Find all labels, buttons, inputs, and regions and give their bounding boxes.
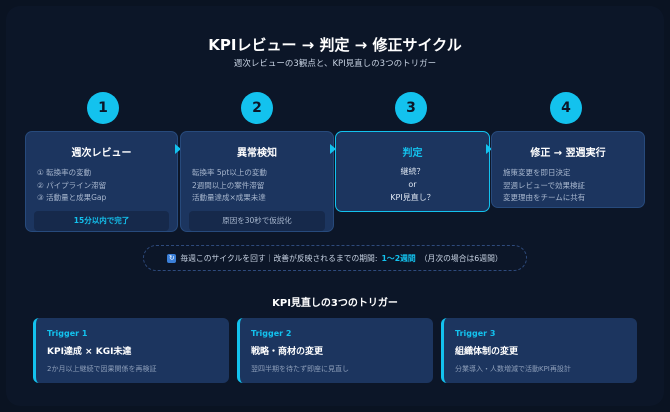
step-card-anomaly: 異常検知 転換率 5pt以上の変動 2週間以上の案件滞留活動量達成×成果未達 原因… bbox=[180, 131, 334, 232]
step-title: 修正 → 翌週実行 bbox=[530, 148, 606, 159]
trigger-desc: 2か月以上継続で因果関係を再検証 bbox=[47, 365, 157, 373]
trigger-name: KPI達成 × KGI未達 bbox=[47, 347, 132, 357]
step-title: 判定 bbox=[402, 148, 423, 159]
step-item: ③ 活動量と成果Gap bbox=[37, 193, 107, 202]
trigger-card-1: Trigger 1 KPI達成 × KGI未達 2か月以上継続で因果関係を再検証 bbox=[33, 318, 229, 383]
step-item: 2週間以上の案件滞留 bbox=[192, 180, 265, 190]
page-subtitle: 週次レビューの3観点と、KPI見直しの3つのトリガー bbox=[233, 59, 437, 69]
trigger-label: Trigger 1 bbox=[47, 329, 88, 338]
step-item: ② パイプライン滞留 bbox=[37, 180, 107, 190]
step-number-2: 2 bbox=[241, 92, 273, 124]
trigger-card-3: Trigger 3 組織体制の変更分業導入・人数増減で活動KPI再設計 bbox=[441, 318, 637, 383]
cycle-highlight: 1〜2週間 bbox=[381, 253, 416, 263]
step-card-fix: 修正 → 翌週実行 施策変更を即日決定翌週レビューで効果検証変更理由をチームに共… bbox=[491, 131, 645, 208]
trigger-desc: 分業導入・人数増減で活動KPI再設計 bbox=[455, 365, 571, 373]
step-item: 転換率 5pt以上の変動 bbox=[192, 168, 267, 177]
step-title: 週次レビュー bbox=[71, 148, 132, 159]
trigger-label: Trigger 2 bbox=[251, 329, 292, 338]
step-item: 翌週レビューで効果検証 bbox=[503, 180, 586, 190]
trigger-name: 戦略・商材の変更 bbox=[251, 347, 324, 357]
arrow-icon bbox=[330, 144, 336, 154]
step-item: 施策変更を即日決定 bbox=[503, 168, 571, 177]
cycle-icon: ↻ bbox=[167, 253, 177, 263]
step-item: ① 転換率の変動 bbox=[37, 168, 92, 177]
cycle-text: 毎週このサイクルを回す｜改善が反映されるまでの期間: bbox=[180, 253, 378, 263]
step-number-3: 3 bbox=[395, 92, 427, 124]
step-number-1: 1 bbox=[87, 92, 119, 124]
step-footer: 原因を30秒で仮説化 bbox=[189, 210, 325, 231]
q-review: KPI見直し？ bbox=[390, 193, 435, 202]
step-footer: 15分以内で完了 bbox=[34, 210, 169, 231]
trigger-name: 組織体制の変更 bbox=[455, 347, 519, 357]
triggers-title: KPI見直しの3つのトリガー bbox=[272, 298, 398, 309]
trigger-desc: 翌四半期を待たず即座に見直し bbox=[251, 365, 349, 373]
step-title: 異常検知 bbox=[237, 148, 277, 159]
cycle-note: ↻ 毎週このサイクルを回す｜改善が反映されるまでの期間: 1〜2週間 （月次の場… bbox=[143, 245, 527, 271]
step-item: 変更理由をチームに共有 bbox=[503, 193, 586, 202]
trigger-card-2: Trigger 2 戦略・商材の変更翌四半期を待たず即座に見直し bbox=[237, 318, 433, 383]
q-or: or bbox=[408, 180, 417, 189]
q-continue: 継続？ bbox=[400, 167, 425, 176]
step-number-4: 4 bbox=[550, 92, 582, 124]
step-card-weekly-review: 週次レビュー ① 転換率の変動 ② パイプライン滞留 ③ 活動量と成果Gap 15分… bbox=[25, 131, 178, 232]
arrow-icon bbox=[486, 144, 492, 154]
step-item: 活動量達成×成果未達 bbox=[192, 193, 266, 202]
page-title: KPIレビュー → 判定 → 修正サイクル bbox=[208, 36, 462, 54]
cycle-note-text: （月次の場合は6週間） bbox=[419, 253, 503, 263]
trigger-label: Trigger 3 bbox=[455, 329, 496, 338]
arrow-icon bbox=[175, 144, 181, 154]
